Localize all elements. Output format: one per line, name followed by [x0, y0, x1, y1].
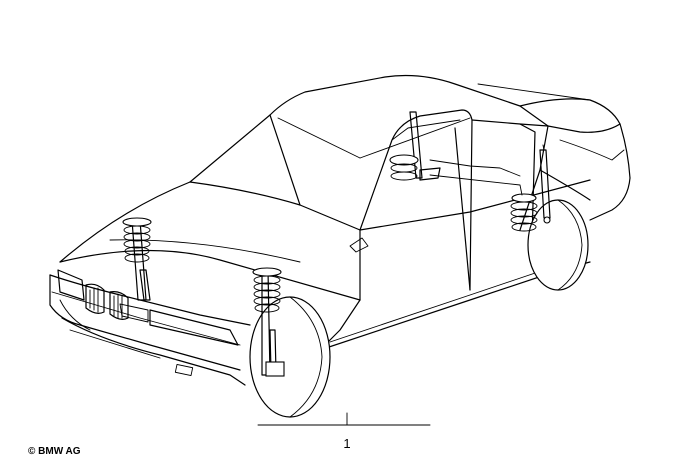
callout-number: 1 [343, 436, 351, 451]
rear-left-spring [510, 193, 538, 232]
car-body-outline [49, 74, 631, 386]
rear-right-spring-strut [389, 111, 521, 181]
front-right-spring-strut [122, 217, 152, 301]
callout-leader [257, 412, 431, 426]
rear-left-wheel [527, 199, 589, 291]
rear-axle-link [429, 174, 523, 196]
front-left-spring-strut [252, 267, 285, 377]
front-right-wheel-hidden [59, 299, 91, 331]
copyright-text: © BMW AG [28, 446, 81, 457]
rear-left-shock-absorber [539, 144, 551, 224]
front-left-wheel [249, 296, 331, 418]
